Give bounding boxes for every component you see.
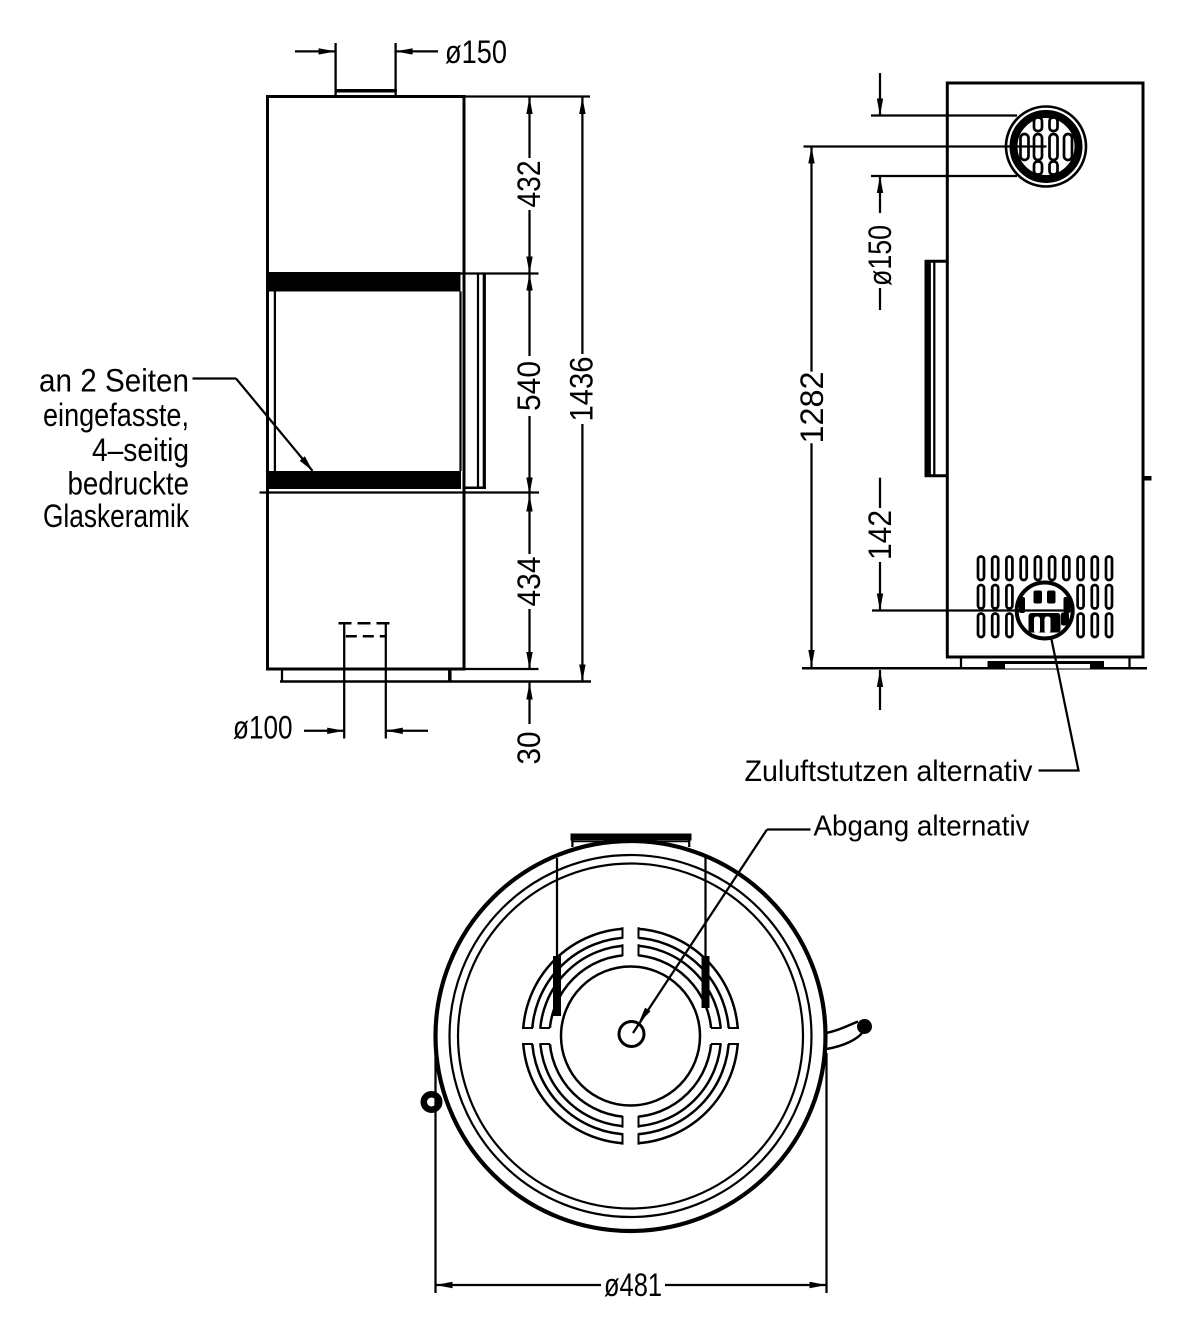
svg-text:ø100: ø100: [233, 710, 293, 746]
svg-text:30: 30: [511, 732, 547, 765]
svg-text:4–seitig: 4–seitig: [92, 432, 189, 468]
svg-text:Zuluftstutzen alternativ: Zuluftstutzen alternativ: [745, 755, 1033, 788]
svg-text:eingefasste,: eingefasste,: [43, 397, 189, 433]
svg-text:ø481: ø481: [604, 1267, 662, 1303]
svg-text:540: 540: [511, 361, 547, 411]
svg-text:1282: 1282: [794, 372, 830, 444]
svg-text:434: 434: [511, 557, 547, 607]
svg-text:ø150: ø150: [445, 34, 507, 70]
svg-text:bedruckte: bedruckte: [68, 466, 190, 502]
svg-text:142: 142: [862, 510, 898, 560]
svg-text:1436: 1436: [564, 357, 600, 422]
svg-text:432: 432: [511, 161, 547, 208]
svg-text:Glaskeramik: Glaskeramik: [43, 498, 190, 534]
svg-text:an 2 Seiten: an 2 Seiten: [39, 362, 189, 398]
svg-text:Abgang alternativ: Abgang alternativ: [814, 811, 1030, 843]
svg-text:ø150: ø150: [862, 225, 898, 286]
